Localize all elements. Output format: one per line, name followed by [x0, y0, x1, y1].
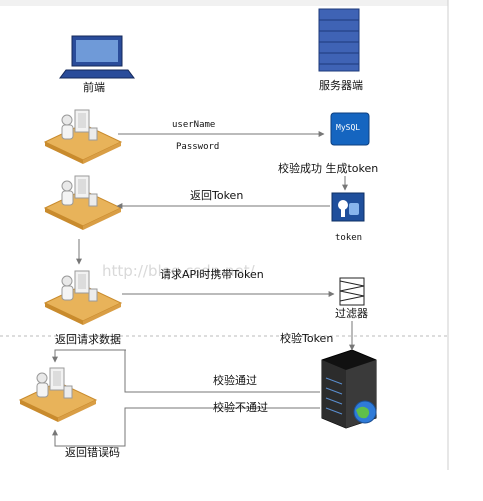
- token-label: token: [335, 233, 362, 243]
- return-data-label: 返回请求数据: [55, 332, 121, 346]
- verify-generate-label: 校验成功 生成token: [278, 161, 378, 175]
- client-worker-2-icon: [44, 175, 122, 231]
- return-error-label: 返回错误码: [65, 445, 120, 459]
- mysql-database-icon: MySQL: [330, 112, 370, 146]
- mysql-text: MySQL: [336, 123, 360, 132]
- top-strip: [0, 0, 448, 6]
- request-api-label: 请求API时携带Token: [160, 267, 264, 281]
- client-worker-1-icon: [44, 109, 122, 165]
- server-side-label: 服务器端: [319, 79, 363, 92]
- pass-label: 校验通过: [213, 373, 257, 387]
- verify-token-label: 校验Token: [280, 331, 333, 345]
- fail-label: 校验不通过: [213, 400, 268, 414]
- filter-label: 过滤器: [335, 307, 368, 320]
- password-label: Password: [176, 142, 219, 152]
- frontend-computer-icon: [59, 35, 135, 79]
- pass-line: [124, 349, 320, 393]
- filter-icon: [339, 277, 365, 306]
- watermark: http://blog.csdn.net/: [102, 262, 256, 280]
- username-label: userName: [172, 120, 215, 130]
- client-worker-4-icon: [19, 367, 97, 423]
- server-tower-icon: [318, 8, 360, 72]
- token-lock-icon: [331, 192, 365, 222]
- fail-return-error-arrow: [52, 407, 320, 447]
- return-token-label: 返回Token: [190, 189, 243, 202]
- frontend-label: 前端: [83, 80, 105, 94]
- server-rack-globe-icon: [321, 349, 377, 429]
- return-data-arrow: [52, 349, 125, 363]
